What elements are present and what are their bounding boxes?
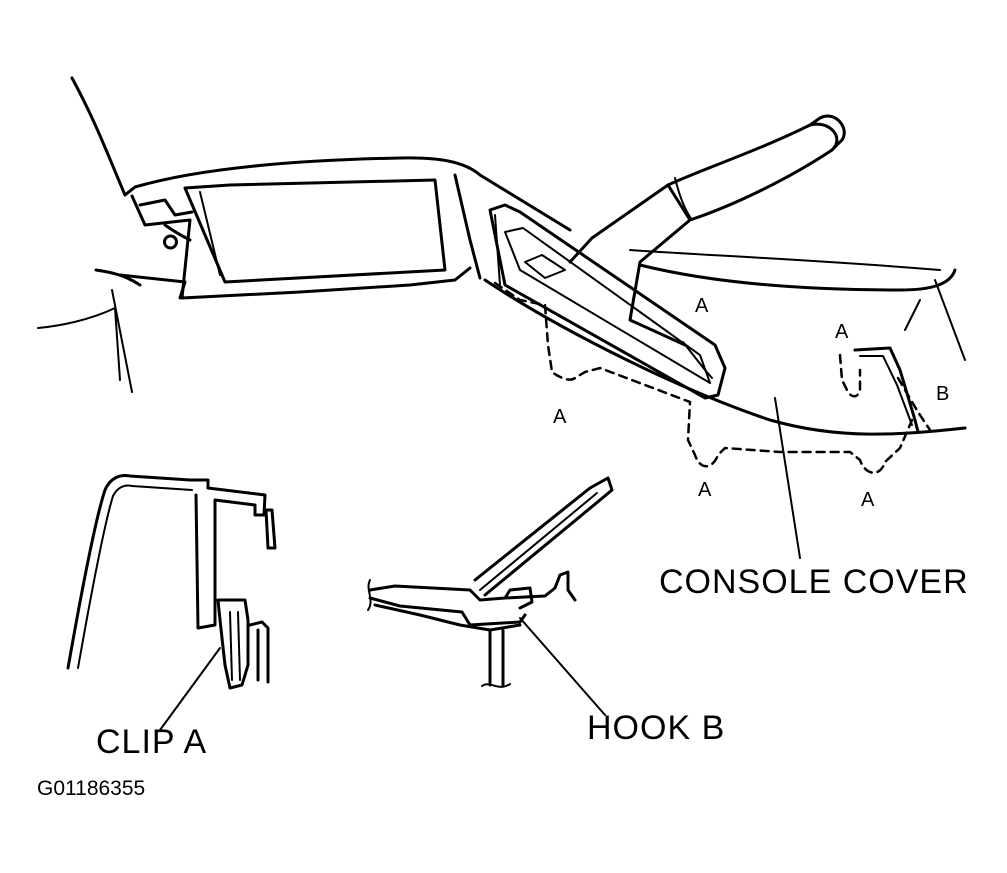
hook-b-panel-bottom <box>373 603 522 632</box>
clip-a-body-detail <box>229 611 241 681</box>
seat-side-line <box>94 268 142 287</box>
clip-a-body <box>216 598 250 690</box>
rear-tab-outline <box>853 346 920 434</box>
clip-a-panel-inner <box>77 484 193 669</box>
rear-clip-dashed <box>838 353 862 398</box>
clip-a-bracket <box>188 478 267 630</box>
clip-a-panel-curve <box>66 474 192 670</box>
console-cover-leader <box>774 397 801 559</box>
hook-b-panel-lower <box>368 596 527 627</box>
callout-a-right: A <box>861 489 875 511</box>
label-clip-a: CLIP A <box>96 723 208 761</box>
seat-vertical-line <box>111 289 133 393</box>
callout-a-left: A <box>553 406 567 428</box>
clip-a-receiver <box>248 620 270 684</box>
brake-slot-inner <box>504 227 711 384</box>
callout-b-rear: B <box>936 383 950 405</box>
callout-a-handle: A <box>695 295 709 317</box>
dashboard-edge <box>70 76 127 197</box>
console-cover-side-top <box>638 263 957 292</box>
seat-lower-curve <box>37 307 121 381</box>
hook-b-angled-trim <box>473 476 614 597</box>
console-cover-back <box>629 249 966 361</box>
hook-b-hook <box>503 586 534 610</box>
brake-lever-grip-band <box>674 177 693 221</box>
hook-b-panel-top <box>368 570 577 602</box>
storage-pocket <box>183 178 447 284</box>
hook-b-dashed <box>896 376 932 432</box>
console-cover-top-edge <box>453 173 482 280</box>
callout-a-mid: A <box>698 479 712 501</box>
storage-pocket-inner <box>199 191 221 276</box>
front-latch <box>138 198 194 250</box>
label-console-cover: CONSOLE COVER <box>659 563 969 601</box>
console-front-face <box>130 194 472 300</box>
brake-lever-grip-end <box>808 114 846 152</box>
brake-slot-outer <box>488 203 727 400</box>
front-base <box>118 273 187 300</box>
hook-b-leader <box>519 617 606 716</box>
figure-code: G01186355 <box>37 777 146 800</box>
hook-b-panel-end <box>367 579 372 611</box>
clip-dashed-outline <box>493 281 914 474</box>
brake-release-button <box>682 341 713 379</box>
brake-lever-shaft <box>568 183 692 347</box>
clip-a-tab <box>264 508 277 550</box>
console-cover-lower-edge <box>483 278 967 436</box>
brake-lever-grip <box>666 122 839 222</box>
rear-tab-inner <box>859 355 913 426</box>
clip-a-leader <box>159 647 221 731</box>
brake-slot-groove <box>494 214 566 286</box>
hook-b-angled-trim-inner <box>479 492 598 591</box>
label-hook-b: HOOK B <box>587 709 726 747</box>
hook-b-post <box>488 628 505 687</box>
hook-b-post-break <box>481 683 511 688</box>
console-top-outline <box>123 156 572 232</box>
callout-a-rear-top: A <box>835 321 849 343</box>
